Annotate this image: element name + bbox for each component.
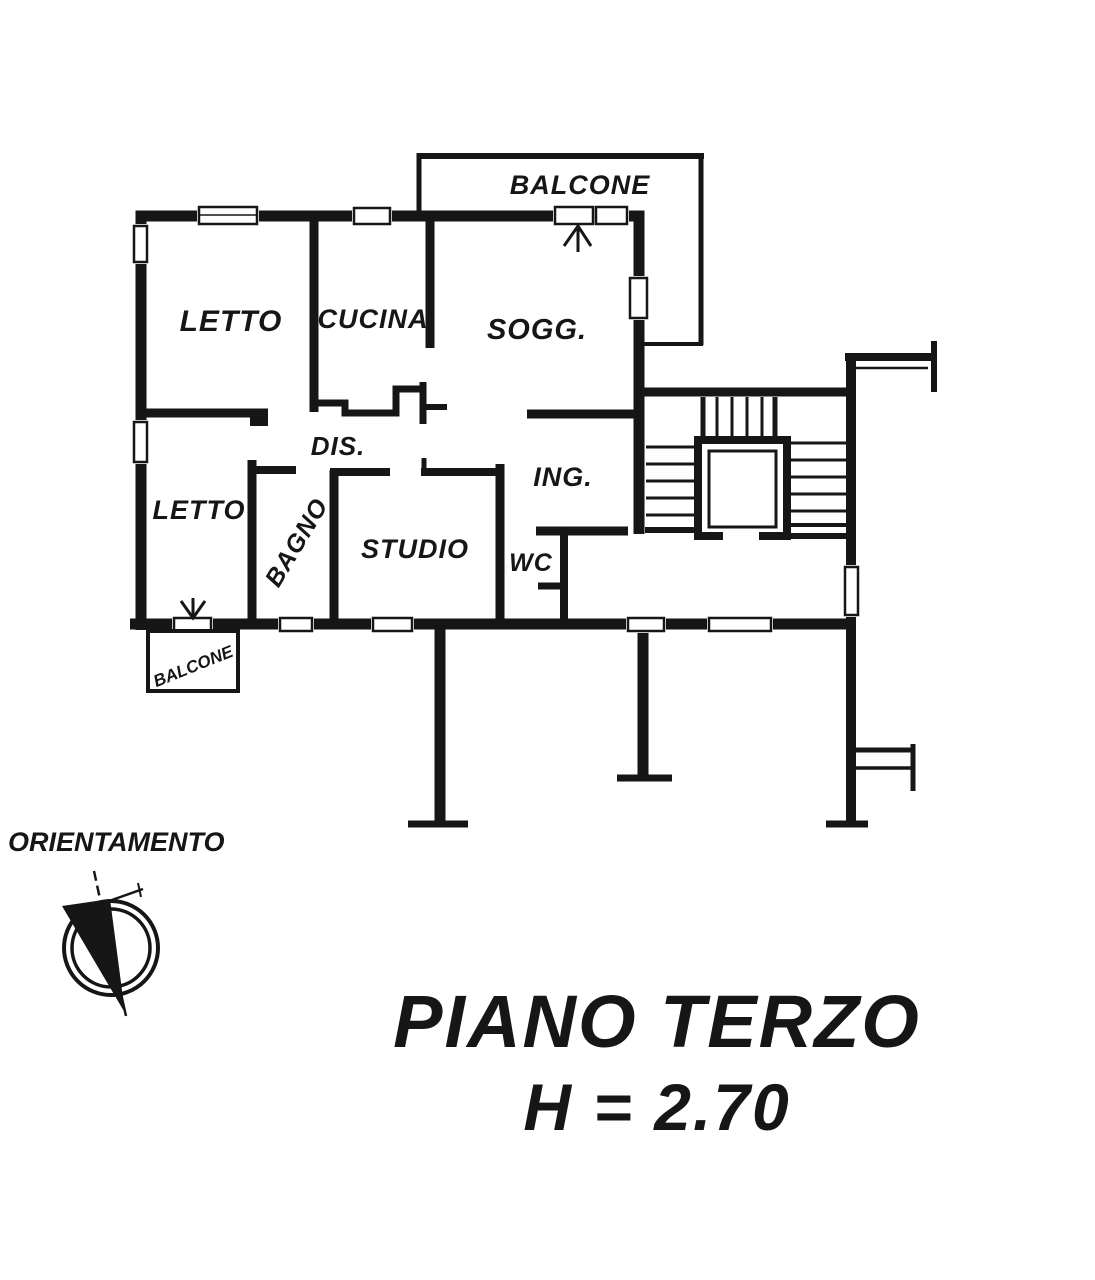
room-label-letto-1: LETTO bbox=[180, 305, 283, 338]
room-label-soggiorno: SOGG. bbox=[487, 314, 587, 346]
room-label-disimpegno: DIS. bbox=[311, 431, 366, 461]
orientation-title: ORIENTAMENTO bbox=[8, 827, 225, 857]
room-label-balcone-small: BALCONE bbox=[151, 642, 237, 691]
elevator-shaft bbox=[694, 436, 791, 541]
compass-icon bbox=[62, 870, 160, 1017]
title-block: PIANO TERZO H = 2.70 bbox=[393, 980, 921, 1144]
room-label-cucina: CUCINA bbox=[318, 304, 429, 334]
room-label-balcone-top: BALCONE bbox=[510, 170, 651, 200]
room-label-wc: WC bbox=[509, 549, 553, 577]
room-label-studio: STUDIO bbox=[361, 534, 469, 564]
ceiling-height: H = 2.70 bbox=[523, 1070, 790, 1144]
floor-title: PIANO TERZO bbox=[393, 980, 921, 1063]
room-label-letto-2: LETTO bbox=[152, 495, 245, 525]
compass-needle bbox=[62, 899, 125, 1013]
balcony-door-arrow-up-icon bbox=[562, 223, 593, 252]
stairwell bbox=[634, 387, 855, 539]
balcony-top-outline bbox=[416, 153, 704, 346]
apartment-partitions bbox=[146, 220, 643, 624]
balcony-small-outline bbox=[146, 629, 240, 693]
elevator-door-gap bbox=[723, 529, 759, 541]
room-label-bagno: BAGNO bbox=[260, 493, 335, 591]
room-labels: BALCONE LETTO CUCINA SOGG. DIS. ING. LET… bbox=[151, 170, 651, 691]
room-label-ingresso: ING. bbox=[533, 462, 593, 492]
balcony-door-arrow-down-icon bbox=[179, 598, 207, 621]
window-symbols bbox=[132, 204, 860, 633]
